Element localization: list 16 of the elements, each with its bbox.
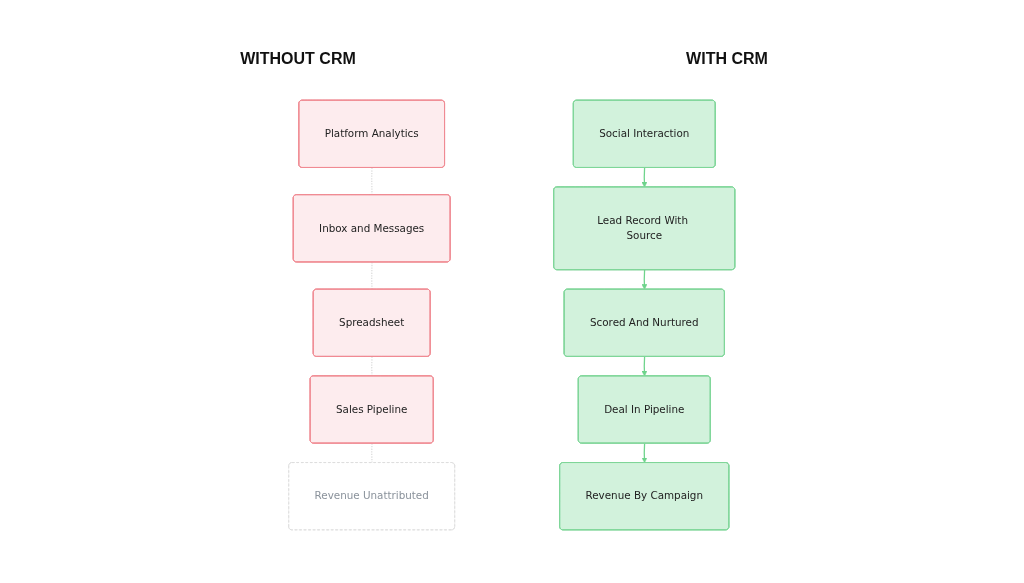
process-box: Deal In Pipeline xyxy=(578,375,711,444)
process-box: Platform Analytics xyxy=(298,99,446,168)
process-box: Spreadsheet xyxy=(312,288,431,357)
process-box: Sales Pipeline xyxy=(309,375,434,444)
process-box: Lead Record With Source xyxy=(553,186,736,271)
arrow xyxy=(641,167,648,188)
arrow xyxy=(641,356,648,377)
process-box: Social Interaction xyxy=(573,99,716,168)
arrow xyxy=(641,442,648,464)
process-box: Revenue By Campaign xyxy=(559,462,730,531)
arrow xyxy=(641,269,648,290)
column-heading: WITHOUT CRM xyxy=(240,50,356,68)
process-box: Scored And Nurtured xyxy=(563,288,726,357)
process-box: Inbox and Messages xyxy=(292,194,451,263)
column-heading: WITH CRM xyxy=(686,50,768,68)
process-box: Revenue Unattributed xyxy=(288,462,456,531)
